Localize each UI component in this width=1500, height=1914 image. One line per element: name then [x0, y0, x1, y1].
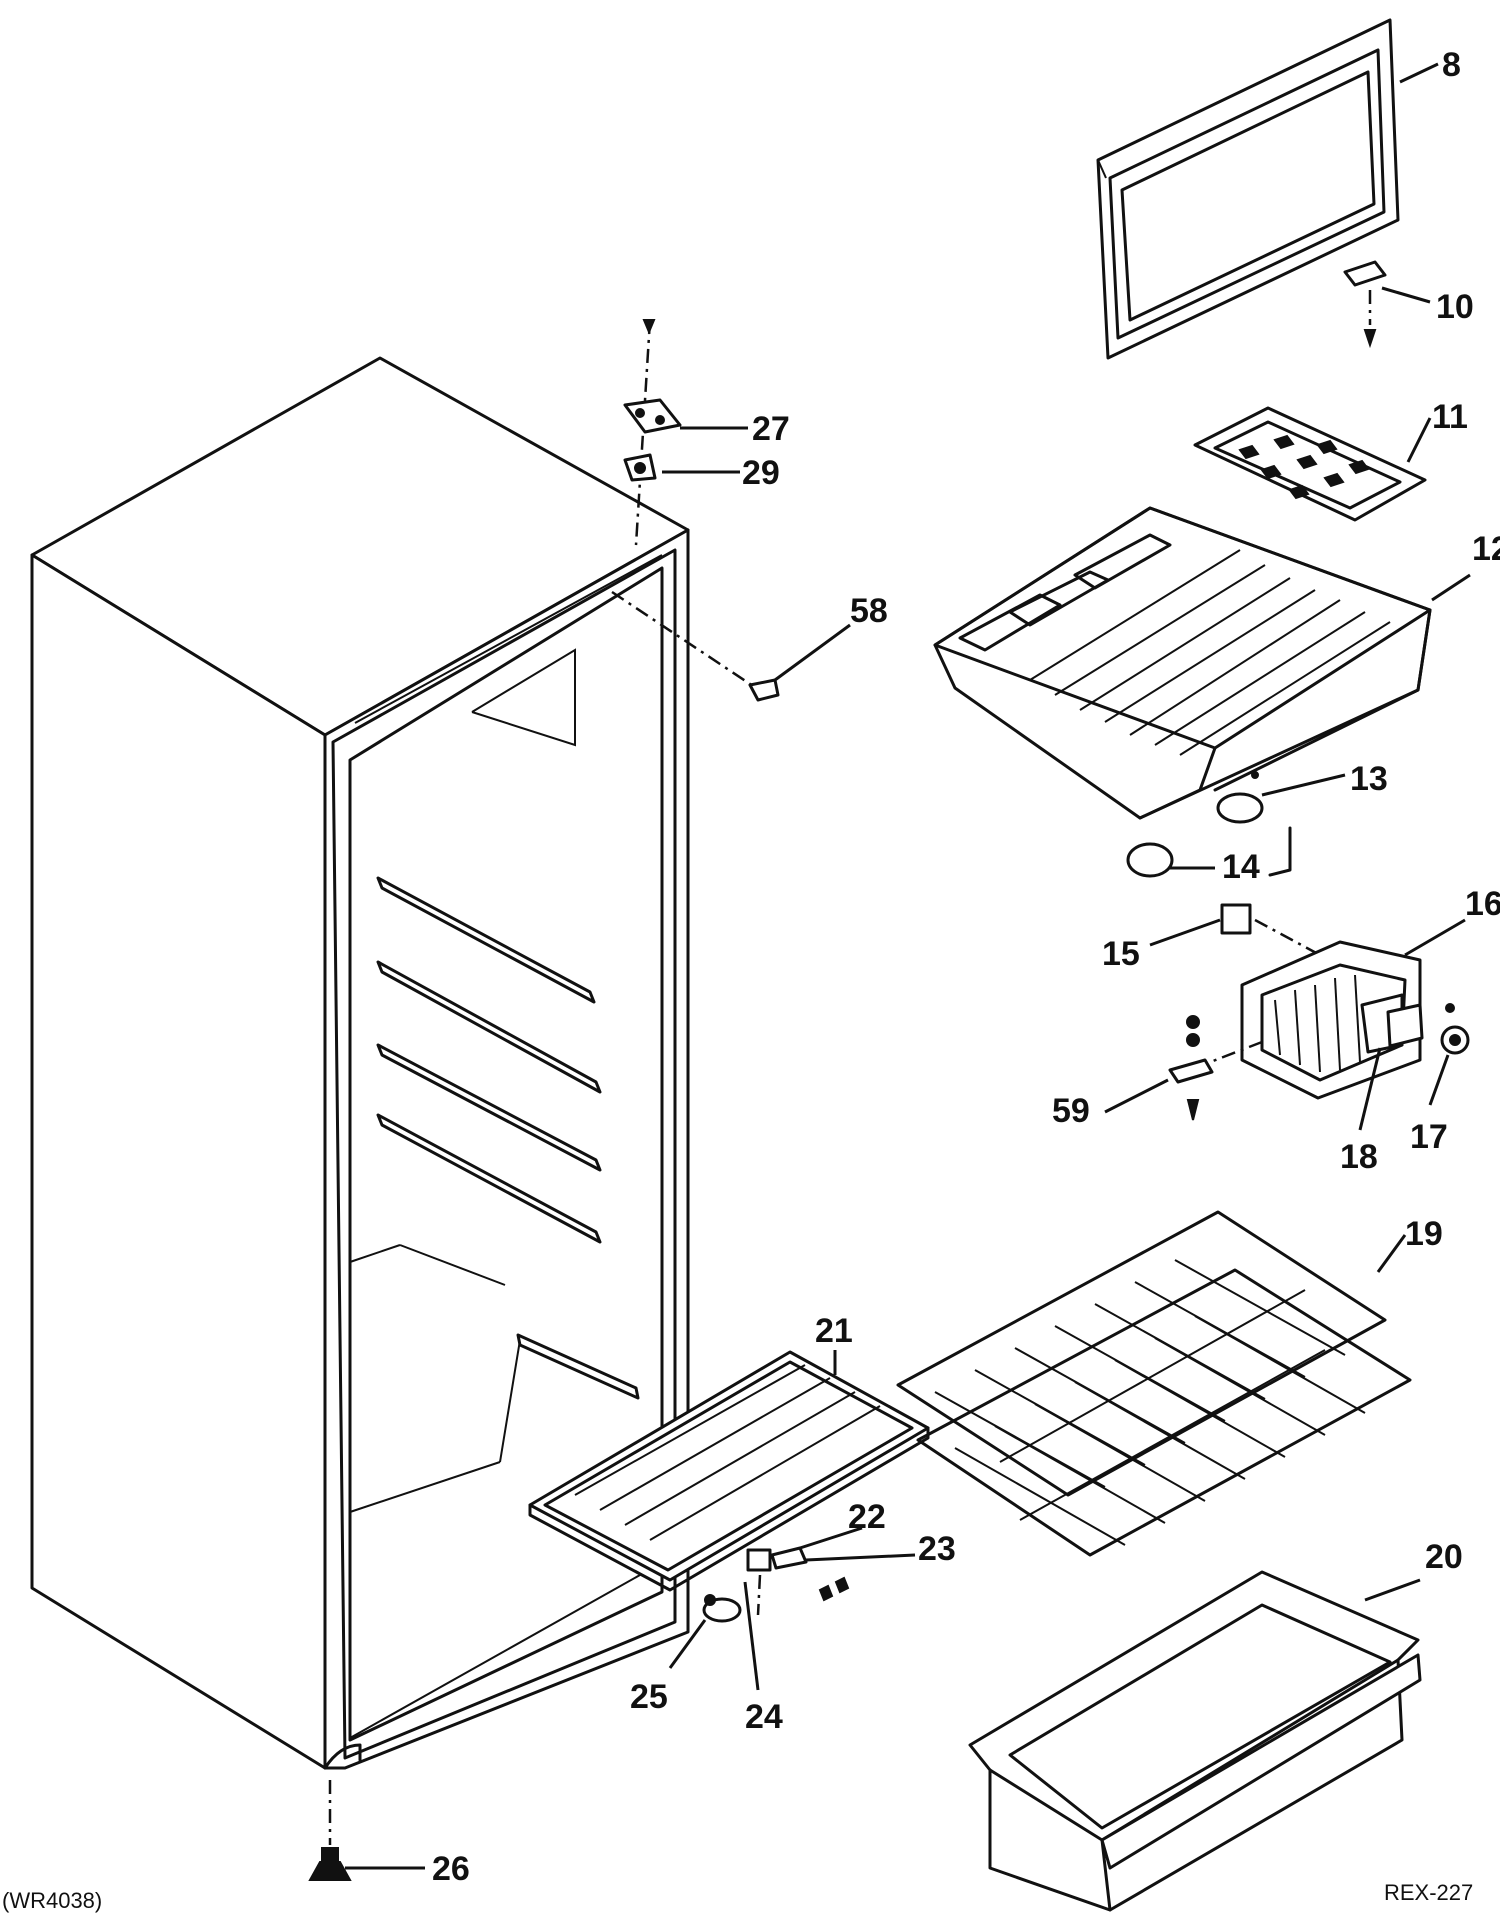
label-part-11: 11	[1432, 398, 1468, 436]
label-part-24: 24	[745, 1698, 783, 1736]
wire-shelves	[896, 1210, 1412, 1557]
control-assembly	[1168, 826, 1470, 1121]
freezer-compartment	[933, 506, 1432, 820]
label-part-20: 20	[1425, 1538, 1463, 1576]
label-part-12: 12	[1472, 530, 1500, 568]
label-part-21: 21	[815, 1312, 853, 1350]
label-part-13: 13	[1350, 760, 1388, 798]
label-part-58: 58	[850, 592, 888, 630]
freezer-door	[1096, 18, 1400, 360]
ice-tray	[1193, 406, 1427, 522]
label-part-59: 59	[1052, 1092, 1090, 1130]
shelf-hardware	[702, 1546, 850, 1623]
diagram-code-left: (WR4038)	[2, 1888, 102, 1913]
part-58-component	[611, 590, 780, 702]
label-part-23: 23	[918, 1530, 956, 1568]
label-part-17: 17	[1410, 1118, 1448, 1156]
label-part-14: 14	[1222, 848, 1260, 886]
label-part-29: 29	[742, 454, 780, 492]
top-hinge-assembly	[623, 319, 682, 546]
crisper-pan	[968, 1570, 1422, 1912]
label-part-26: 26	[432, 1850, 470, 1888]
part-10-component	[1343, 260, 1387, 349]
label-part-15: 15	[1102, 935, 1140, 973]
part-labels: 8 10 11 12 13 14 15 16 17 18 19 20 21 22…	[432, 46, 1500, 1888]
diagram-code-right: REX-227	[1384, 1880, 1473, 1905]
label-part-16: 16	[1465, 885, 1500, 923]
leveling-leg	[308, 1780, 352, 1881]
label-part-27: 27	[752, 410, 790, 448]
leader-lines	[345, 62, 1471, 1870]
label-part-19: 19	[1405, 1215, 1443, 1253]
label-part-22: 22	[848, 1498, 886, 1536]
label-part-18: 18	[1340, 1138, 1378, 1176]
glass-shelf	[528, 1350, 930, 1592]
label-part-8: 8	[1442, 46, 1461, 84]
label-part-25: 25	[630, 1678, 668, 1716]
refrigerator-cabinet	[30, 356, 690, 1770]
light-parts	[1126, 771, 1264, 878]
label-part-10: 10	[1436, 288, 1474, 326]
